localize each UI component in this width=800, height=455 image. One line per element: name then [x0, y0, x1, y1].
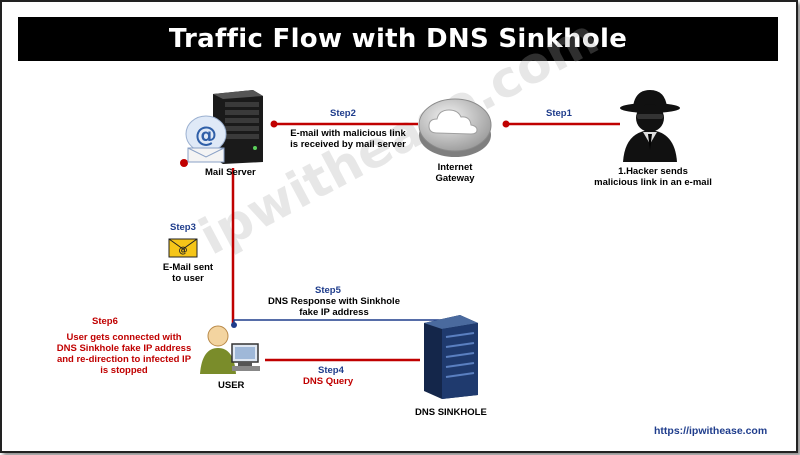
mail-endpoint: [180, 159, 188, 167]
server-rack-icon: [424, 315, 478, 399]
dns-sinkhole-label: DNS SINKHOLE: [415, 407, 487, 418]
internet-gateway-label: Internet Gateway: [435, 162, 475, 184]
step4-label: Step4: [318, 365, 344, 376]
hacker-label: 1.Hacker sends malicious link in an e-ma…: [594, 166, 712, 188]
step5-text: DNS Response with Sinkhole fake IP addre…: [268, 296, 400, 318]
diagram-title: Traffic Flow with DNS Sinkhole: [18, 17, 778, 61]
step3-label: Step3: [170, 222, 196, 233]
email-at-icon: @: [185, 115, 227, 163]
mail-server-label: Mail Server: [205, 167, 256, 178]
user-label: USER: [218, 380, 245, 391]
step6-text: User gets connected with DNS Sinkhole fa…: [56, 332, 192, 376]
step5-line: [233, 319, 441, 335]
step1-endpoint: [502, 120, 510, 128]
step2-label: Step2: [330, 108, 356, 119]
svg-text:@: @: [195, 123, 217, 148]
cloud-gateway-icon: [418, 98, 492, 157]
step6-label: Step6: [92, 316, 118, 327]
site-url[interactable]: https://ipwithease.com: [654, 425, 768, 437]
step5-label: Step5: [315, 285, 341, 296]
step2-endpoint: [270, 120, 278, 128]
svg-text:@: @: [179, 246, 188, 256]
server-icon: [213, 90, 263, 164]
step5-endpoint: [231, 322, 237, 328]
step1-label: Step1: [546, 108, 572, 119]
hacker-icon: [620, 90, 680, 162]
user-computer-icon: [200, 325, 260, 374]
step4-text: DNS Query: [303, 376, 354, 387]
step2-text: E-mail with malicious link is received b…: [290, 128, 406, 150]
envelope-icon: @: [168, 238, 198, 258]
step3-text: E-Mail sent to user: [162, 262, 214, 284]
